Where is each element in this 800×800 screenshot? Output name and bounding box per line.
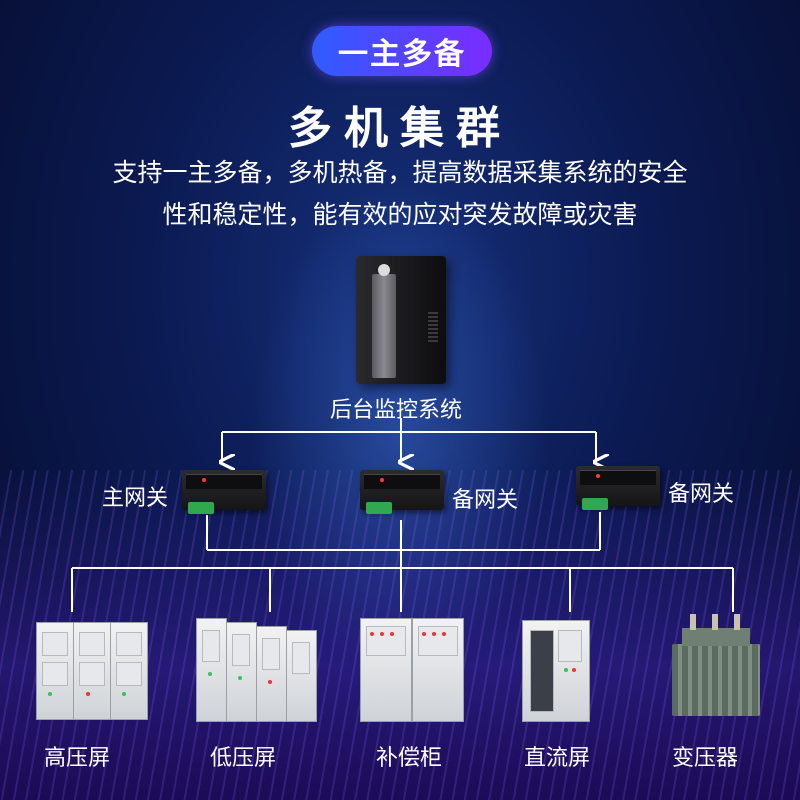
server-vent — [428, 312, 438, 342]
gateway-1-label: 主网关 — [102, 486, 169, 511]
server-tower-icon — [356, 256, 446, 384]
page-title: 多机集群 — [288, 103, 512, 154]
subtitle-line-2: 性和稳定性，能有效的应对突发故障或灾害 — [162, 200, 638, 229]
transformer-icon — [666, 614, 766, 720]
subtitle-line-1: 支持一主多备，多机热备，提高数据采集系统的安全 — [112, 158, 688, 187]
gateway-3-label: 备网关 — [668, 482, 735, 507]
equipment-label-2: 低压屏 — [210, 746, 277, 771]
equipment-label-3: 补偿柜 — [376, 746, 443, 771]
high-voltage-panel-icon — [36, 622, 148, 720]
gateway-3-device-icon — [576, 466, 660, 510]
server-power-button — [378, 264, 390, 276]
server-front-strip — [372, 274, 396, 378]
compensation-cabinet-icon — [360, 618, 464, 722]
low-voltage-panel-icon — [196, 618, 317, 722]
equipment-label-4: 直流屏 — [524, 746, 591, 771]
equipment-label-5: 变压器 — [672, 746, 739, 771]
equipment-label-1: 高压屏 — [44, 746, 111, 771]
gateway-1-device-icon — [182, 470, 266, 514]
gateway-2-label: 备网关 — [452, 488, 519, 513]
gateway-2-device-icon — [360, 470, 444, 514]
header-badge: 一主多备 — [312, 26, 492, 76]
dc-panel-icon — [522, 620, 590, 722]
page-subtitle: 支持一主多备，多机热备，提高数据采集系统的安全 性和稳定性，能有效的应对突发故障… — [70, 152, 730, 236]
server-label: 后台监控系统 — [330, 398, 463, 423]
